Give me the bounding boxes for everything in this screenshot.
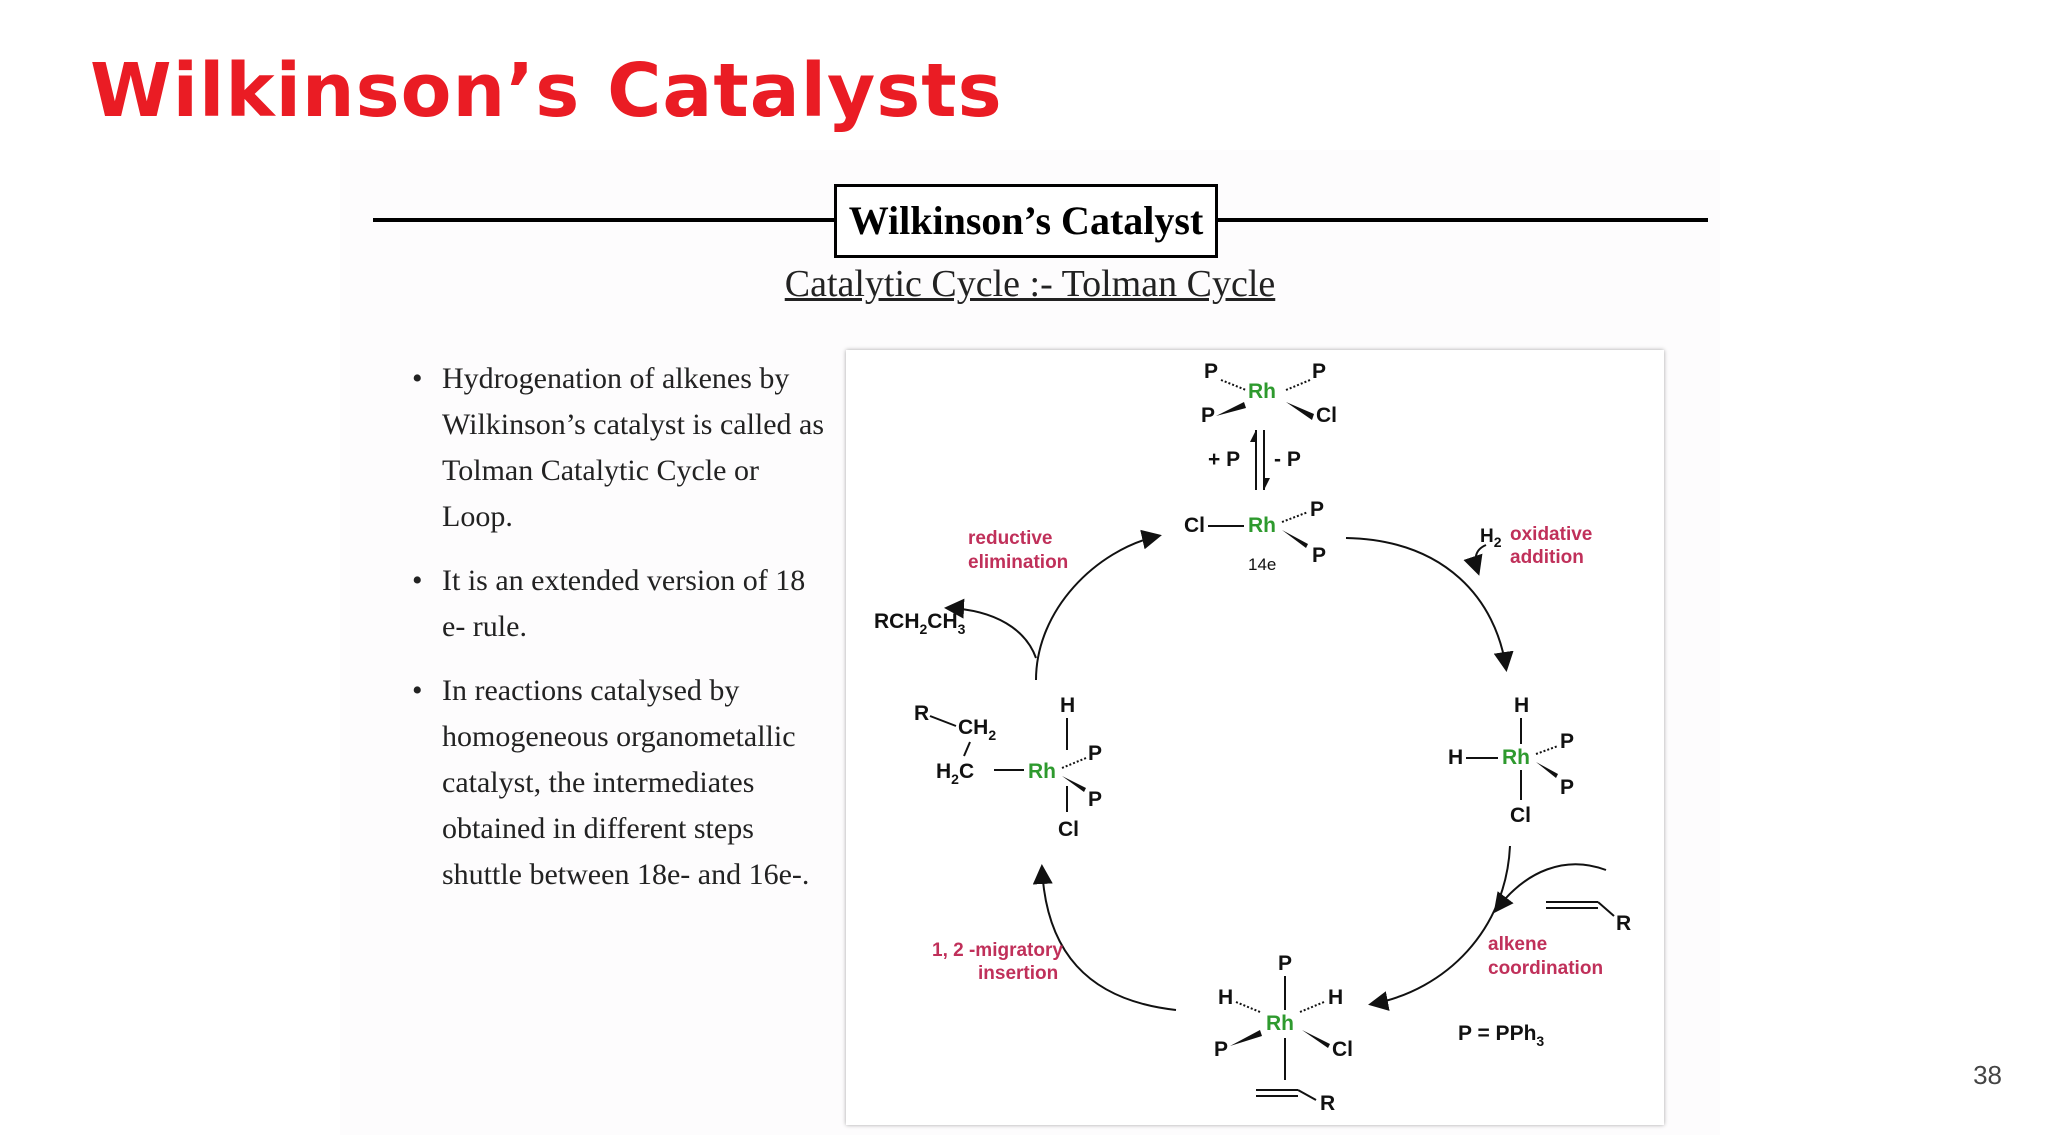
svg-text:1, 2 -migratory: 1, 2 -migratory xyxy=(932,940,1063,961)
figure-boxed-title: Wilkinson’s Catalyst xyxy=(834,184,1218,258)
equilibrium-arrows: + P - P xyxy=(1208,430,1301,490)
svg-text:H: H xyxy=(1218,986,1233,1009)
svg-text:P: P xyxy=(1560,730,1574,753)
svg-text:Cl: Cl xyxy=(1316,404,1337,427)
svg-text:P: P xyxy=(1310,498,1324,521)
svg-text:oxidative: oxidative xyxy=(1510,524,1592,545)
complex-14e: Cl Rh P P 14e xyxy=(1184,498,1326,574)
svg-text:elimination: elimination xyxy=(968,552,1068,573)
svg-text:P: P xyxy=(1088,788,1102,811)
svg-text:CH2: CH2 xyxy=(958,716,996,743)
svg-text:P: P xyxy=(1560,776,1574,799)
svg-text:Cl: Cl xyxy=(1184,514,1205,537)
svg-text:H2C: H2C xyxy=(936,760,974,787)
title-rule-right xyxy=(1218,218,1708,222)
bullet-list: Hydrogenation of alkenes by Wilkinson’s … xyxy=(412,356,832,916)
svg-text:14e: 14e xyxy=(1248,555,1276,574)
svg-text:P: P xyxy=(1312,360,1326,383)
svg-text:H2: H2 xyxy=(1480,526,1502,550)
svg-text:Rh: Rh xyxy=(1502,746,1530,769)
svg-text:R: R xyxy=(1616,912,1631,935)
svg-text:Rh: Rh xyxy=(1266,1012,1294,1035)
tolman-cycle-diagram: P P Rh P Cl + P - P Cl Rh P P 14e H H Rh xyxy=(846,350,1664,1125)
svg-text:R: R xyxy=(1320,1092,1335,1115)
complex-left: R CH2 H2C Rh H P P Cl xyxy=(914,694,1102,841)
svg-text:- P: - P xyxy=(1274,448,1301,471)
svg-text:addition: addition xyxy=(1510,547,1584,568)
page-number: 38 xyxy=(1973,1060,2002,1090)
svg-text:Cl: Cl xyxy=(1332,1038,1353,1061)
cycle-subtitle: Catalytic Cycle :- Tolman Cycle xyxy=(784,263,1276,305)
svg-text:alkene: alkene xyxy=(1488,934,1547,955)
svg-text:coordination: coordination xyxy=(1488,958,1603,979)
svg-text:+ P: + P xyxy=(1208,448,1240,471)
cycle-arrows xyxy=(944,529,1607,1011)
complex-top: P P Rh P Cl xyxy=(1201,360,1337,427)
bullet-item: In reactions catalysed by homogeneous or… xyxy=(412,668,832,898)
complex-right: H H Rh P P Cl xyxy=(1448,694,1574,827)
svg-text:Rh: Rh xyxy=(1248,380,1276,403)
slide-title: Wilkinson’s Catalysts xyxy=(90,48,1003,134)
svg-text:R: R xyxy=(914,702,929,725)
svg-text:P: P xyxy=(1204,360,1218,383)
svg-text:P: P xyxy=(1201,404,1215,427)
complex-bottom: P H Rh H P Cl R xyxy=(1214,952,1353,1115)
svg-text:Rh: Rh xyxy=(1028,760,1056,783)
step-labels: H2 oxidative addition alkene coordinatio… xyxy=(932,524,1603,984)
svg-text:Rh: Rh xyxy=(1248,514,1276,537)
svg-text:H: H xyxy=(1060,694,1075,717)
bullet-item: It is an extended version of 18 e- rule. xyxy=(412,558,832,650)
svg-text:P: P xyxy=(1312,544,1326,567)
cycle-svg: P P Rh P Cl + P - P Cl Rh P P 14e H H Rh xyxy=(874,360,1631,1115)
svg-text:P: P xyxy=(1214,1038,1228,1061)
product-label: RCH2CH3 xyxy=(874,610,966,637)
svg-text:reductive: reductive xyxy=(968,528,1052,549)
bullet-item: Hydrogenation of alkenes by Wilkinson’s … xyxy=(412,356,832,540)
svg-text:P: P xyxy=(1278,952,1292,975)
svg-text:Cl: Cl xyxy=(1510,804,1531,827)
title-rule-left xyxy=(373,218,835,222)
svg-text:insertion: insertion xyxy=(978,963,1058,984)
svg-text:H: H xyxy=(1448,746,1463,769)
ligand-legend: P = PPh3 xyxy=(1458,1022,1544,1049)
svg-text:H: H xyxy=(1328,986,1343,1009)
svg-text:P: P xyxy=(1088,742,1102,765)
alkene-reagent: R xyxy=(1546,901,1631,935)
svg-text:Cl: Cl xyxy=(1058,818,1079,841)
svg-text:H: H xyxy=(1514,694,1529,717)
